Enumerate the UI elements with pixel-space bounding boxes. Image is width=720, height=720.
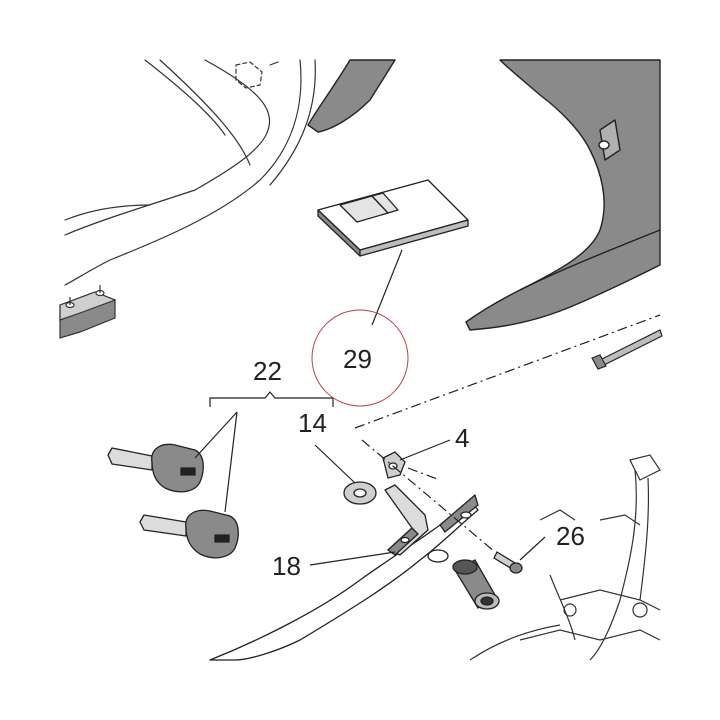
- tail-panel: [307, 59, 661, 331]
- lock-cylinder: [452, 559, 500, 610]
- screw: [493, 551, 523, 574]
- callout-14: 14: [298, 408, 327, 438]
- callout-4: 4: [455, 423, 469, 453]
- callout-26: 26: [556, 521, 585, 551]
- bent-bracket: [384, 484, 429, 556]
- callout-22: 22: [253, 356, 282, 386]
- rear-frame: [469, 454, 661, 661]
- frame-outline: [64, 59, 316, 286]
- leader-lines: [194, 249, 546, 566]
- assembly-axes: [354, 314, 661, 553]
- callout-18: 18: [272, 551, 301, 581]
- owner-manual: [317, 179, 469, 257]
- key-upper: [107, 443, 204, 493]
- callout-29: 29: [343, 344, 372, 374]
- long-bolt: [591, 329, 663, 370]
- clip: [382, 451, 406, 479]
- rubber-block: [59, 285, 117, 339]
- lock-plate: [209, 494, 479, 661]
- washer: [343, 481, 377, 505]
- key-lower: [139, 509, 239, 559]
- highlight-circle: [311, 309, 409, 407]
